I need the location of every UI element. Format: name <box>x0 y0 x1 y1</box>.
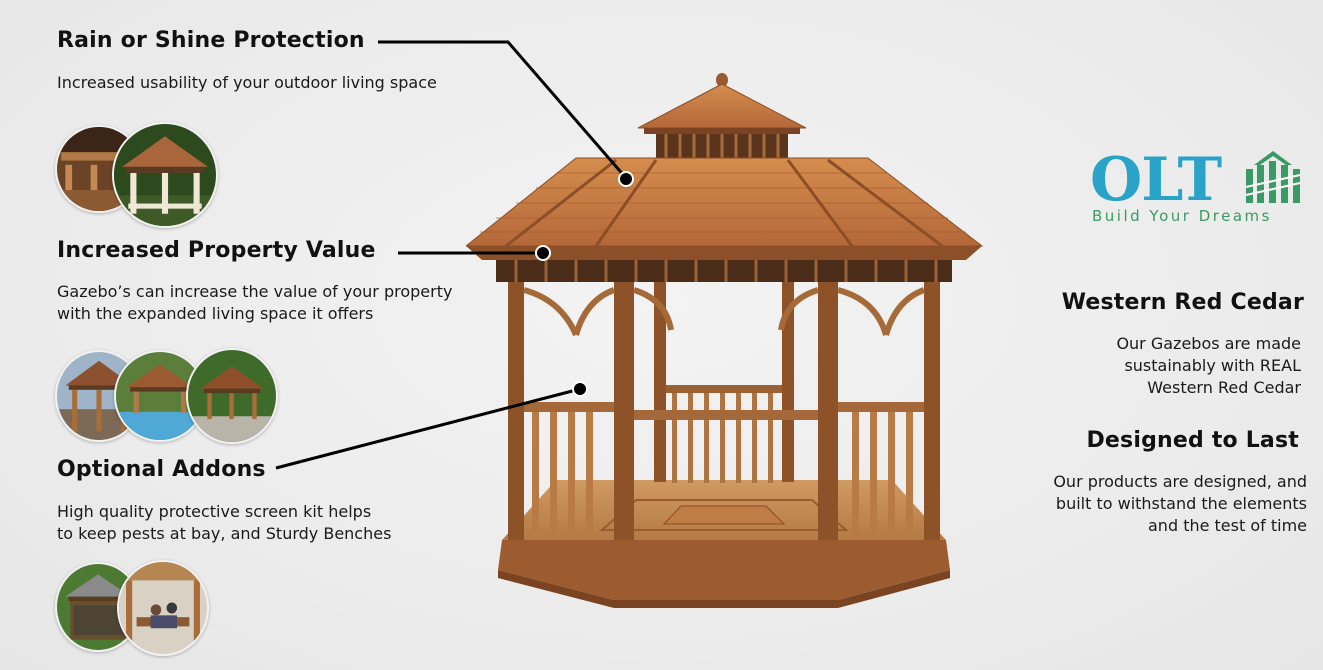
feature-text-line: High quality protective screen kit helps <box>57 502 372 521</box>
feature-text-line: Gazebo’s can increase the value of your … <box>57 282 453 301</box>
feature-title-cedar: Western Red Cedar <box>1061 290 1304 315</box>
feature-title-value: Increased Property Value <box>57 238 376 263</box>
brand-tagline: Build Your Dreams <box>1092 207 1272 225</box>
callout-dot-value <box>535 245 551 261</box>
feature-title-rain: Rain or Shine Protection <box>57 28 365 53</box>
feature-title-addons: Optional Addons <box>57 457 266 482</box>
feature-text-cedar: Our Gazebos are made sustainably with RE… <box>1116 333 1301 399</box>
gazebo-garden-photo <box>186 348 278 444</box>
feature-text-designed: Our products are designed, and built to … <box>1053 471 1307 537</box>
callout-line-rain <box>378 40 628 179</box>
octagonal-cedar-gazebo-photo <box>466 73 984 608</box>
brand-name: OLT <box>1090 145 1222 215</box>
feature-text-line: with the expanded living space it offers <box>57 304 374 323</box>
feature-text-line: built to withstand the elements <box>1055 494 1307 513</box>
gazebo-bench-photo <box>117 560 209 656</box>
feature-text-value: Gazebo’s can increase the value of your … <box>57 281 452 325</box>
feature-text-line: Our Gazebos are made <box>1116 334 1301 353</box>
callout-line-addons <box>275 387 581 470</box>
feature-text-line: Increased usability of your outdoor livi… <box>57 73 437 92</box>
feature-text-line: to keep pests at bay, and Sturdy Benches <box>57 524 392 543</box>
feature-text-line: and the test of time <box>1148 516 1307 535</box>
feature-text-line: sustainably with REAL <box>1124 356 1301 375</box>
feature-text-line: Western Red Cedar <box>1147 378 1301 397</box>
feature-text-rain: Increased usability of your outdoor livi… <box>57 72 437 94</box>
feature-title-designed: Designed to Last <box>1086 428 1299 453</box>
building-logo-icon <box>1245 151 1301 203</box>
callout-dot-rain <box>618 171 634 187</box>
feature-text-addons: High quality protective screen kit helps… <box>57 501 391 545</box>
callout-dot-addons <box>572 381 588 397</box>
brand-logo: OLT Build Your Dreams <box>1090 145 1310 230</box>
feature-text-line: Our products are designed, and <box>1053 472 1307 491</box>
